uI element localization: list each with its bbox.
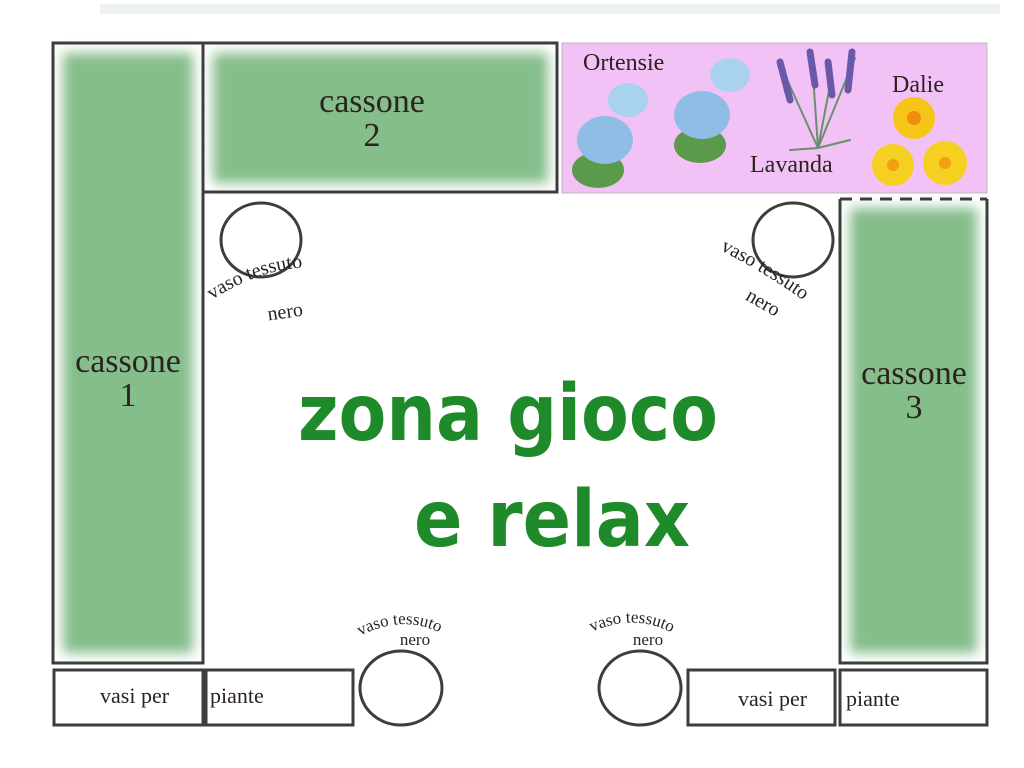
- flower-panel: Ortensie Lavanda Dalie: [561, 42, 988, 194]
- pot-label: vaso tessuto: [203, 251, 303, 305]
- lavanda-label: Lavanda: [750, 152, 833, 178]
- cassone-2-label: cassone: [319, 83, 425, 120]
- pot-label-nero: nero: [633, 630, 663, 649]
- cassone-2-number: 2: [364, 117, 381, 154]
- pot-label-nero: nero: [266, 299, 304, 326]
- planter-left-label-b: piante: [210, 683, 264, 708]
- planters-left: [52, 668, 355, 727]
- cassone-1-bed: cassone 1: [51, 41, 205, 665]
- planter-left-label-a: vasi per: [100, 683, 170, 708]
- svg-text:vaso tessuto: vaso tessuto: [203, 251, 303, 305]
- zone-title-line2: e relax: [414, 475, 690, 565]
- cassone-3-bed: cassone 3: [838, 197, 989, 665]
- cassone-2-bed: cassone 2: [201, 41, 559, 194]
- hydrangea-icon: [572, 58, 750, 188]
- pot-top-right: vaso tessuto nero: [718, 201, 835, 321]
- zone-title-line1: zona gioco: [298, 369, 718, 459]
- dalie-label: Dalie: [892, 72, 944, 98]
- dahlia-icon: [872, 97, 967, 186]
- pot-label-nero: nero: [400, 630, 430, 649]
- pot-top-left: vaso tessuto nero: [203, 201, 304, 326]
- planters-right: [686, 668, 989, 727]
- pot-bottom-right: vaso tessuto nero: [586, 607, 683, 727]
- lavender-icon: [776, 48, 856, 151]
- cassone-3-number: 3: [906, 389, 923, 426]
- cassone-3-label: cassone: [861, 355, 967, 392]
- cassone-1-number: 1: [120, 377, 137, 414]
- pot-bottom-left: vaso tessuto nero: [354, 609, 445, 727]
- top-shadow-band: [100, 4, 1000, 14]
- planter-right-label-b: piante: [846, 686, 900, 711]
- cassone-1-label: cassone: [75, 343, 181, 380]
- pot-label-nero: nero: [742, 284, 784, 321]
- ortensie-label: Ortensie: [583, 50, 664, 76]
- planter-right-label-a: vasi per: [738, 686, 808, 711]
